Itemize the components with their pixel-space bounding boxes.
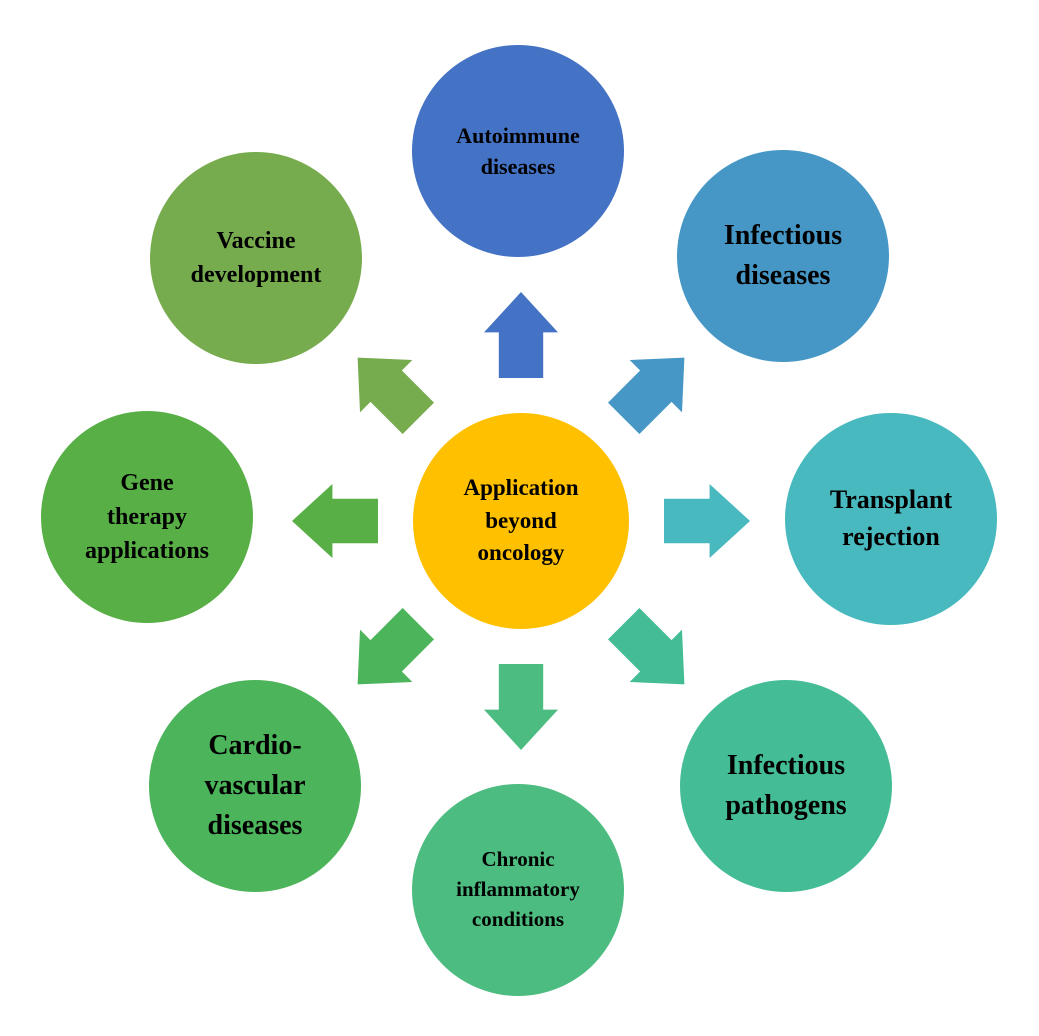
- arrow-left-icon: [292, 484, 378, 558]
- label-line: diseases: [480, 154, 556, 179]
- label-line: Infectious: [726, 750, 846, 782]
- node-transplant-rejection: Transplant rejection: [785, 413, 997, 625]
- node-label: Vaccine development: [191, 224, 322, 292]
- label-line: diseases: [735, 260, 831, 291]
- label-line: pathogens: [725, 790, 847, 821]
- arrow-down-right-icon: [597, 597, 710, 710]
- label-line: Vaccine: [216, 227, 296, 254]
- node-label: Transplant rejection: [830, 482, 952, 556]
- node-label: Autoimmune diseases: [456, 120, 579, 182]
- arrow-down-left-icon: [331, 597, 444, 710]
- node-label: Chronic inflammatory conditions: [456, 845, 580, 934]
- label-line: Infectious: [723, 220, 843, 252]
- node-cardiovascular-diseases: Cardio- vascular diseases: [149, 680, 361, 892]
- node-infectious-diseases: Infectious diseases: [677, 150, 889, 362]
- arrow-up-left-icon: [331, 331, 444, 444]
- label-line: inflammatory: [456, 877, 580, 902]
- center-label: Application beyond oncology: [463, 472, 578, 570]
- label-line: Cardio-: [208, 730, 302, 762]
- label-line: Chronic: [481, 847, 555, 872]
- node-label: Gene therapy applications: [85, 466, 209, 568]
- label-line: applications: [84, 538, 210, 565]
- label-line: Application: [463, 475, 579, 501]
- node-chronic-inflammatory-conditions: Chronic inflammatory conditions: [412, 784, 624, 996]
- node-label: Cardio- vascular diseases: [204, 726, 305, 845]
- label-line: Autoimmune: [456, 122, 580, 148]
- arrow-right-icon: [664, 484, 750, 558]
- node-infectious-pathogens: Infectious pathogens: [680, 680, 892, 892]
- node-gene-therapy-applications: Gene therapy applications: [41, 411, 253, 623]
- label-line: development: [190, 262, 322, 288]
- label-line: Gene: [120, 469, 174, 496]
- label-line: Transplant: [829, 485, 953, 515]
- label-line: diseases: [207, 809, 303, 841]
- node-label: Infectious diseases: [724, 216, 842, 296]
- label-line: therapy: [107, 503, 187, 530]
- arrow-up-right-icon: [597, 331, 710, 444]
- node-vaccine-development: Vaccine development: [150, 152, 362, 364]
- node-application-beyond-oncology: Application beyond oncology: [413, 413, 629, 629]
- label-line: rejection: [842, 522, 940, 551]
- label-line: oncology: [477, 540, 565, 566]
- label-line: beyond: [485, 507, 557, 533]
- node-autoimmune-diseases: Autoimmune diseases: [412, 45, 624, 257]
- arrow-up-icon: [484, 292, 558, 378]
- label-line: conditions: [471, 906, 565, 931]
- label-line: vascular: [204, 770, 306, 802]
- node-label: Infectious pathogens: [725, 746, 846, 826]
- arrow-down-icon: [484, 664, 558, 750]
